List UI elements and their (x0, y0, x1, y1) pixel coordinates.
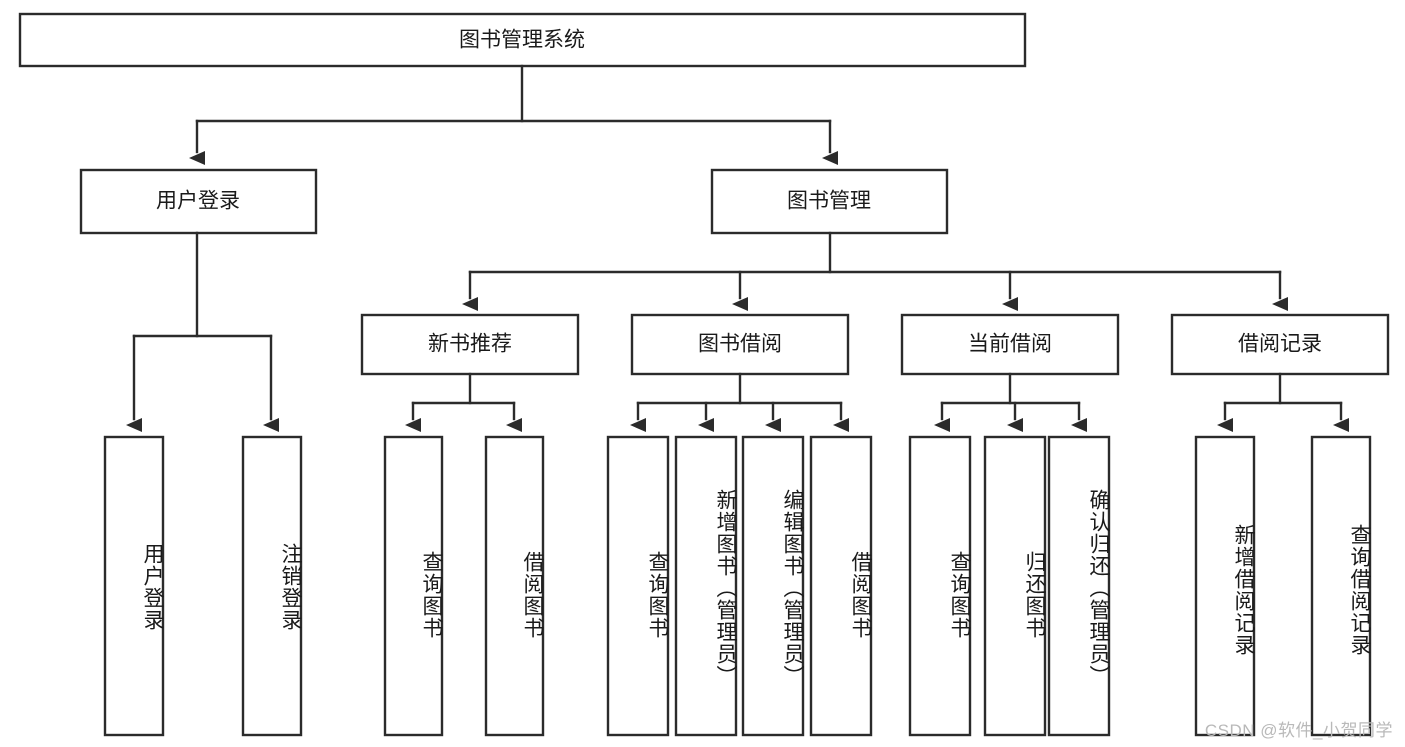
leaf-box-borrow-book-newbooks (484, 435, 545, 737)
node-root-box (18, 12, 1027, 68)
node-root-label: 图书管理系统 (459, 29, 585, 52)
leaf-box-add-book-admin (674, 435, 738, 737)
leaf-box-logout (241, 435, 303, 737)
node-user-login-label: 用户登录 (156, 190, 240, 213)
node-book-manage-label: 图书管理 (787, 190, 871, 213)
leaf-box-return-book (983, 435, 1047, 737)
leaf-box-borrow-book (809, 435, 873, 737)
node-current-borrow-label: 当前借阅 (968, 333, 1052, 356)
leaf-box-query-borrow-record (1310, 435, 1372, 737)
leaf-box-edit-book-admin (741, 435, 805, 737)
leaf-box-add-borrow-record (1194, 435, 1256, 737)
node-new-books-box (360, 313, 580, 376)
node-user-login-box (79, 168, 318, 235)
node-book-borrow-box (630, 313, 850, 376)
node-borrow-records-box (1170, 313, 1390, 376)
leaf-box-confirm-return-admin (1047, 435, 1111, 737)
node-current-borrow-box (900, 313, 1120, 376)
node-book-borrow-label: 图书借阅 (698, 333, 782, 356)
leaf-box-query-book-newbooks (383, 435, 444, 737)
node-book-manage-box (710, 168, 949, 235)
node-borrow-records-label: 借阅记录 (1238, 333, 1322, 356)
csdn-watermark: CSDN @软件_小贺同学 (1204, 721, 1393, 740)
leaf-box-user-login (103, 435, 165, 737)
leaf-box-query-book-borrow (606, 435, 670, 737)
leaf-box-query-book-current (908, 435, 972, 737)
node-new-books-label: 新书推荐 (428, 333, 512, 356)
